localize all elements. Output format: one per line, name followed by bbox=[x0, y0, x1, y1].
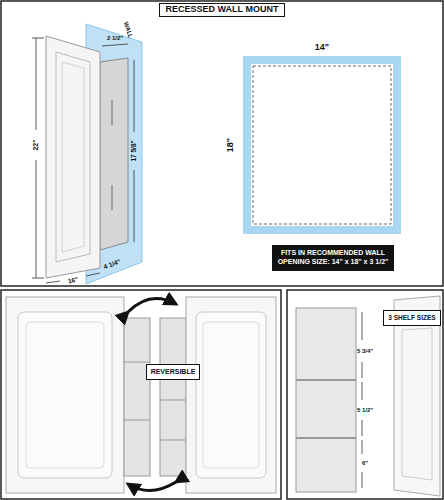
dimension-label: 18" bbox=[226, 137, 236, 153]
shelf-sizes-tag: 3 SHELF SIZES bbox=[383, 310, 440, 326]
dimension-label: 22" bbox=[32, 138, 40, 151]
dimension-label: 5 3/4" bbox=[356, 348, 374, 355]
panel-title: RECESSED WALL MOUNT bbox=[159, 3, 286, 17]
dimension-label: 5 1/2" bbox=[356, 407, 374, 414]
dimension-label: 17 5/8" bbox=[130, 139, 137, 162]
reversible-tag: REVERSIBLE bbox=[146, 364, 201, 381]
node-text: FITS IN RECOMMENDED WALL OPENING SIZE: 1… bbox=[277, 249, 389, 267]
dimension-label: 2 1/2" bbox=[106, 35, 124, 42]
node-text: REVERSIBLE bbox=[151, 368, 196, 377]
dimension-label: 6" bbox=[361, 460, 369, 467]
dimension-label: 14" bbox=[314, 43, 330, 53]
node-text: 3 SHELF SIZES bbox=[388, 314, 435, 322]
opening-size-box: FITS IN RECOMMENDED WALL OPENING SIZE: 1… bbox=[272, 245, 394, 271]
dimension-label: 16" bbox=[66, 275, 80, 285]
